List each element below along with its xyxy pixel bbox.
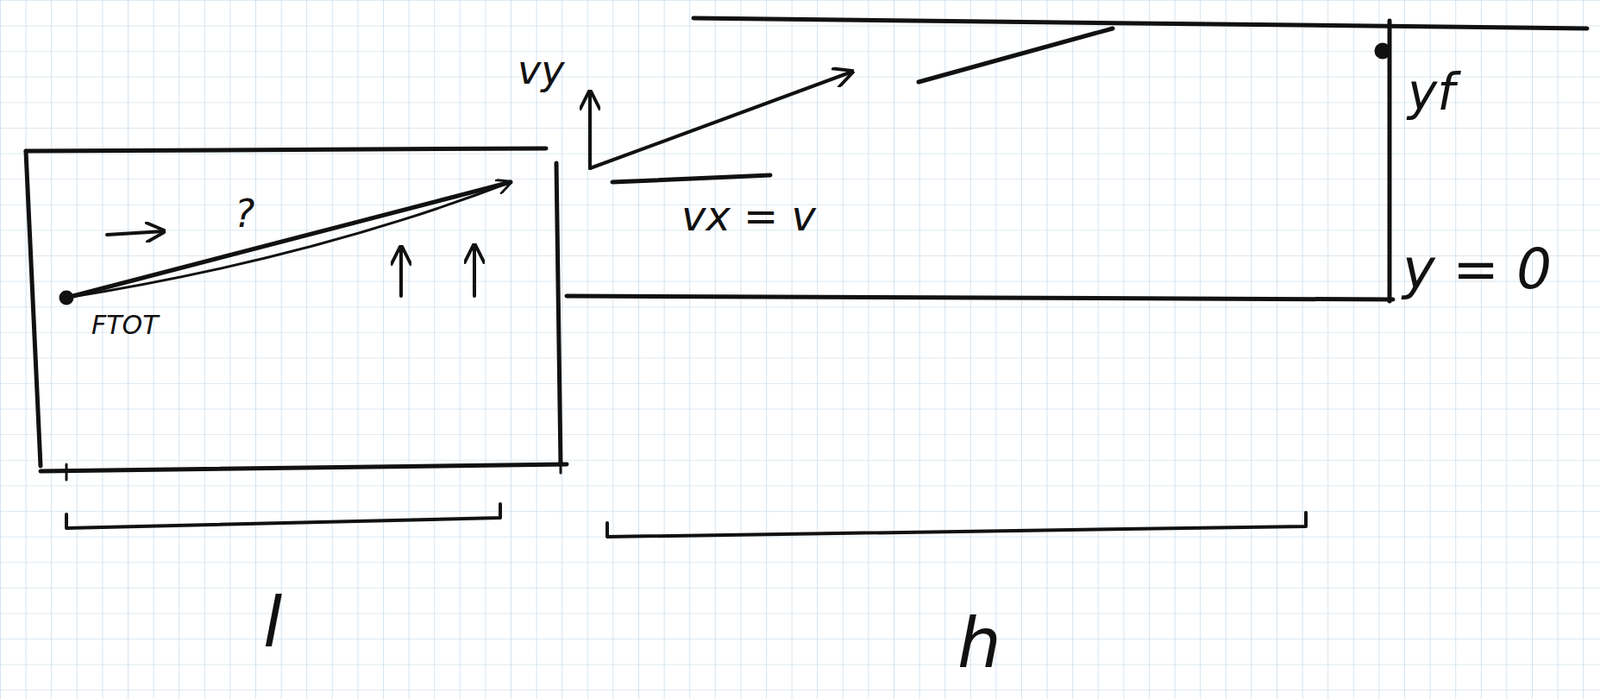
box-bottom: [40, 464, 567, 471]
vx-line: [612, 175, 771, 182]
screen-top: [693, 18, 1588, 29]
ticks: [66, 457, 561, 480]
force-arrow: [472, 244, 477, 296]
velocity-label: vx = v: [681, 194, 816, 237]
dimension-label: h: [957, 608, 1002, 678]
trajectory: [918, 28, 1113, 82]
arrow: [106, 231, 164, 235]
axis-label: y = 0: [1402, 241, 1552, 297]
bracket: [607, 512, 1306, 537]
vy-arrow: [588, 91, 592, 169]
box-right: [556, 163, 561, 465]
position-label: yf: [1407, 67, 1456, 118]
force-label: FTOT: [91, 312, 159, 339]
dimension-label: l: [263, 588, 283, 658]
question-mark: ?: [234, 194, 255, 233]
axis-line: [566, 295, 1393, 300]
box-top: [25, 148, 546, 151]
screen: [1387, 20, 1393, 302]
trajectory: [66, 181, 511, 298]
box-left: [25, 150, 41, 466]
trajectory: [66, 181, 511, 298]
velocity-label: vy: [517, 50, 565, 90]
force-arrow: [399, 246, 403, 296]
velocity-arrow: [589, 71, 853, 169]
bracket: [66, 503, 501, 528]
impact-dot: [1376, 44, 1389, 57]
particle: [61, 292, 72, 303]
